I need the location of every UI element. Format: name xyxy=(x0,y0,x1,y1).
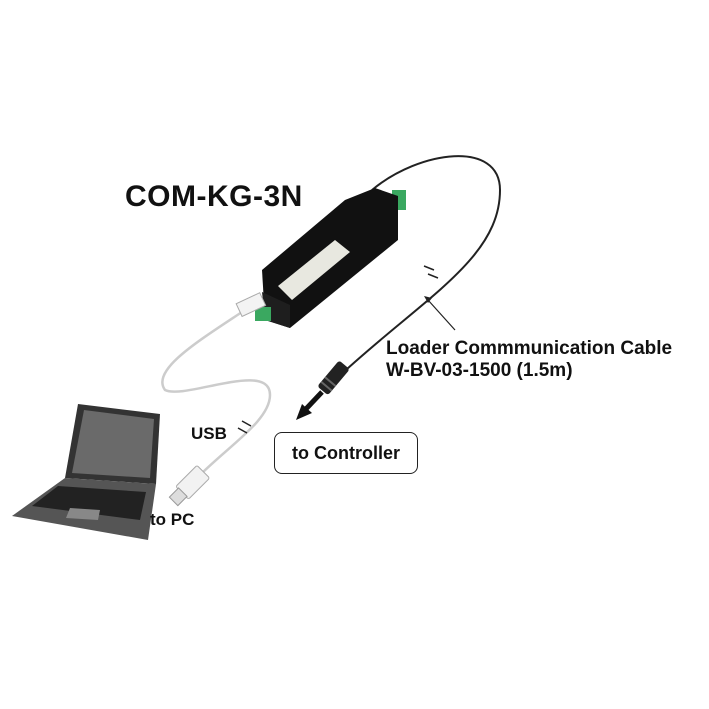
terminal-block-bottom xyxy=(255,307,271,321)
to-controller-arrow xyxy=(303,390,324,412)
to-pc-label: to PC xyxy=(150,510,195,529)
usb-break-mark xyxy=(237,420,252,434)
usb-cable xyxy=(161,308,272,476)
cable-model-label: W-BV-03-1500 (1.5m) xyxy=(386,360,573,381)
loader-cable xyxy=(334,155,502,381)
cable-break-mark xyxy=(423,265,439,279)
laptop-icon xyxy=(12,404,160,540)
com-kg-3n-device xyxy=(235,188,406,328)
product-title: COM-KG-3N xyxy=(125,180,303,213)
usb-plug xyxy=(168,465,210,507)
usb-port-plug xyxy=(235,292,267,318)
controller-connector xyxy=(318,361,349,395)
label-pointer xyxy=(427,299,456,331)
device-label-sticker xyxy=(278,240,350,300)
cable-name-label: Loader Commmunication Cable xyxy=(386,338,673,359)
to-controller-box: to Controller xyxy=(274,432,418,474)
usb-label: USB xyxy=(191,424,227,443)
